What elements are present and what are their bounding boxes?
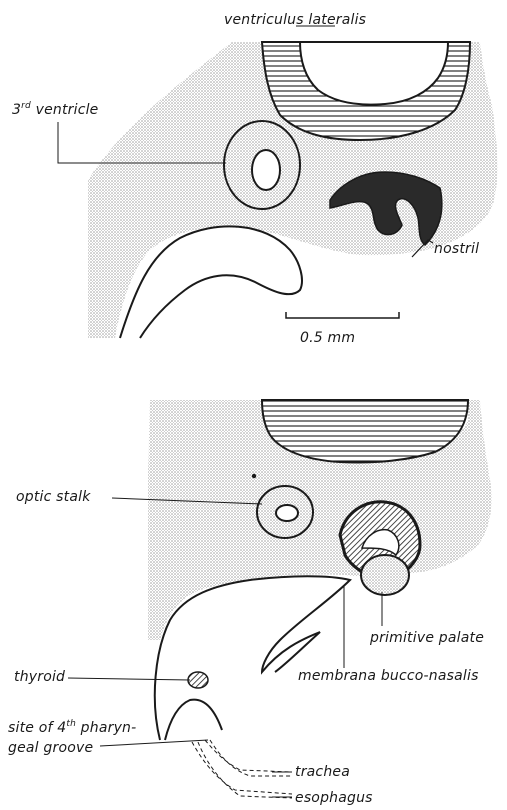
label-scale-bar: 0.5 mm (300, 330, 355, 346)
label-optic-stalk: optic stalk (16, 489, 91, 505)
trachea-lines (205, 740, 292, 776)
dot-mark (252, 474, 256, 478)
label-trachea: trachea (295, 764, 350, 780)
label-nostril: nostril (434, 241, 479, 257)
third-ventricle-num: 3 (12, 102, 21, 118)
label-site-pharyngeal-groove-line1: site of 4th pharyn- (8, 720, 136, 738)
thyroid-shape (188, 672, 208, 688)
primitive-palate-shape (361, 555, 409, 595)
bottom-oral-outline (155, 576, 350, 740)
scale-bar (286, 312, 399, 318)
optic-stalk-lumen (276, 505, 298, 521)
site-sup: th (66, 719, 76, 729)
site-post: pharyn- (76, 720, 136, 736)
label-primitive-palate: primitive palate (370, 630, 484, 646)
thyroid-leader (68, 678, 190, 680)
site-pre: site of 4 (8, 720, 66, 736)
esophagus-lines (192, 742, 292, 798)
label-thyroid: thyroid (14, 669, 65, 685)
top-panel (58, 26, 497, 338)
third-ventricle-rest: ventricle (31, 102, 99, 118)
label-ventriculus-lateralis: ventriculus lateralis (224, 12, 366, 28)
third-ventricle-lumen (252, 150, 280, 190)
label-site-pharyngeal-groove-line2: geal groove (8, 740, 93, 756)
label-membrana-bucco-nasalis: membrana bucco-nasalis (298, 668, 479, 684)
groove-leader (100, 740, 208, 746)
bottom-panel (68, 400, 492, 798)
label-esophagus: esophagus (295, 790, 373, 806)
third-ventricle-sup: rd (21, 101, 31, 111)
label-third-ventricle: 3rd ventricle (12, 102, 99, 120)
